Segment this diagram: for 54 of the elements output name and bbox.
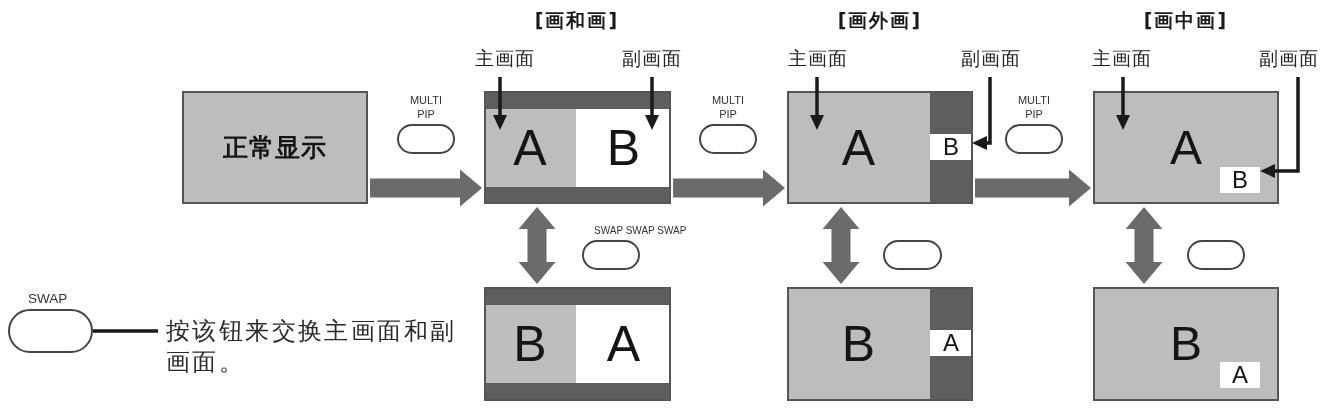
note-text: 按该钮来交换主画面和副画面。 [166,316,466,380]
leader-arrow [1116,77,1130,130]
sub-picture-window [1220,362,1260,388]
button-label: MULTI PIP [710,93,746,121]
picture-letter: A [513,123,547,173]
leader-arrow [645,77,659,130]
block-arrow [673,169,785,207]
leader-arrow [493,77,507,130]
tv-screen [484,287,671,401]
picture-letter: B [513,319,547,369]
leader-arrow [972,77,992,150]
picture-area [484,109,576,187]
callout-label: 主画面 [470,46,540,70]
callout-label: 主画面 [1087,46,1157,70]
picture-letter: B [606,123,641,173]
callout-label: 副画面 [617,46,687,70]
picture-area [484,305,576,383]
tv-screen [484,91,671,204]
mode-title: [画外画] [836,8,924,32]
screen-box [182,91,368,204]
leader-line [93,329,158,333]
button-label: MULTI PIP [408,93,444,121]
double-arrow [822,207,860,284]
tv-screen [787,287,973,401]
block-arrow [370,169,482,207]
tv-screen [1093,91,1279,204]
picture-letter: A [606,319,641,369]
picture-letter: A [1170,123,1202,172]
leader-arrow [810,77,824,130]
mode-title: [画中画] [1142,8,1230,32]
block-arrow [975,169,1091,207]
picture-letter: B [943,135,959,159]
picture-letter: A [1232,363,1248,387]
screen-label: 正常显示 [223,132,327,163]
leader-arrow [1260,77,1300,178]
picture-letter: B [1232,168,1248,192]
mode-title: [画和画] [533,8,621,32]
sub-picture-window [1220,167,1260,193]
tv-screen [787,91,973,204]
callout-label: 副画面 [1254,46,1324,70]
double-arrow [1125,207,1163,284]
button-label: MULTI PIP [1016,93,1052,121]
callout-label: 副画面 [956,46,1026,70]
sub-picture-window [930,134,972,160]
picture-letter: B [1170,320,1202,368]
button-label: SWAP SWAP SWAP [594,224,688,238]
picture-letter: B [841,319,876,369]
tv-screen [1093,287,1279,401]
button-label: SWAP [28,290,69,307]
callout-label: 主画面 [783,46,853,70]
double-arrow [518,207,556,284]
picture-letter: A [841,122,876,173]
picture-letter: A [943,331,959,355]
sub-picture-window [930,330,972,356]
